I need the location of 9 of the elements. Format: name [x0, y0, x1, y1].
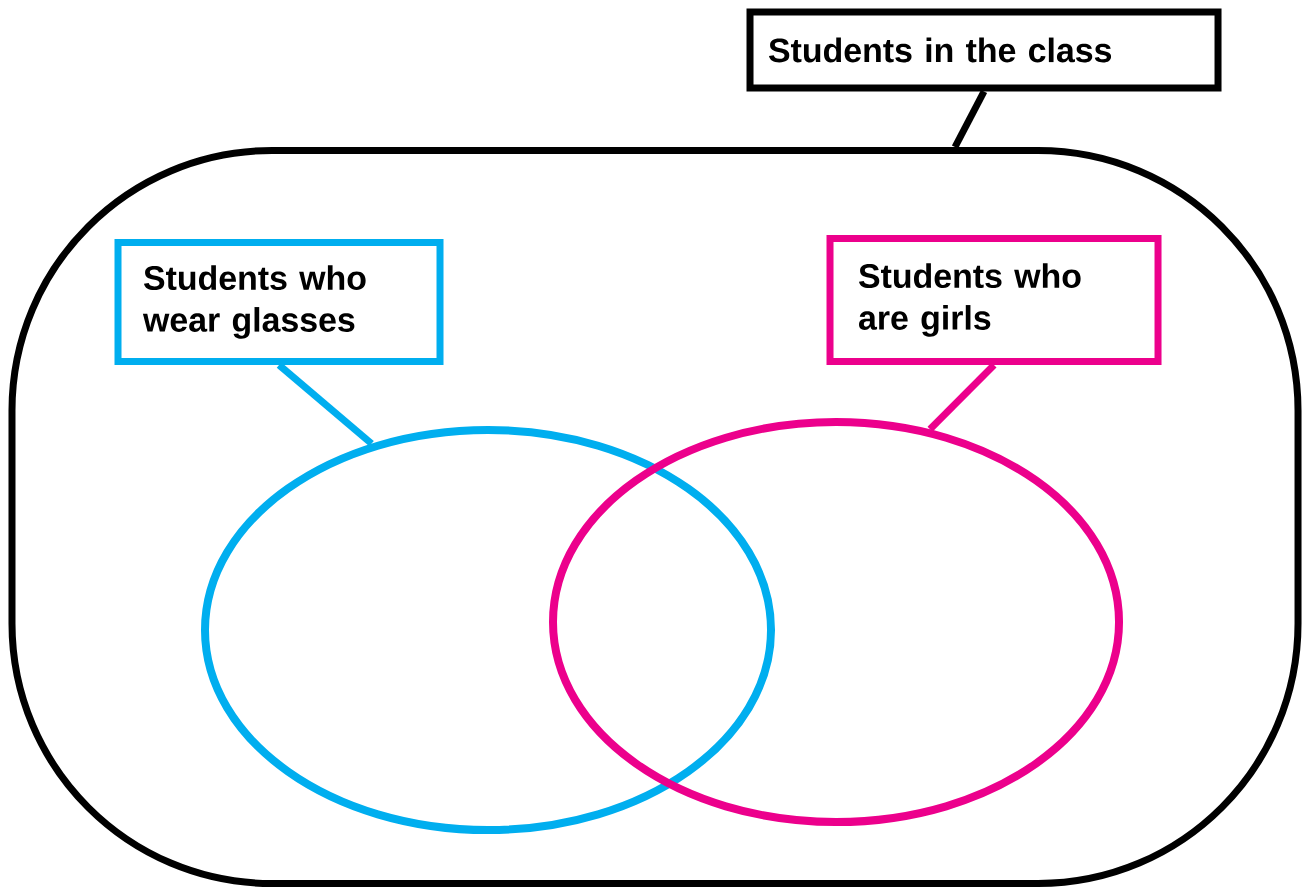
venn-ellipse	[549, 418, 1123, 826]
leader-line	[951, 89, 988, 149]
boundary-shape	[8, 147, 1302, 887]
label-box: Students in the class	[746, 8, 1222, 92]
label-box: Students who are girls	[826, 235, 1162, 365]
label-box: Students who wear glasses	[114, 239, 444, 365]
leader-line	[276, 362, 374, 447]
leader-line	[927, 362, 997, 432]
venn-ellipse	[201, 426, 775, 834]
